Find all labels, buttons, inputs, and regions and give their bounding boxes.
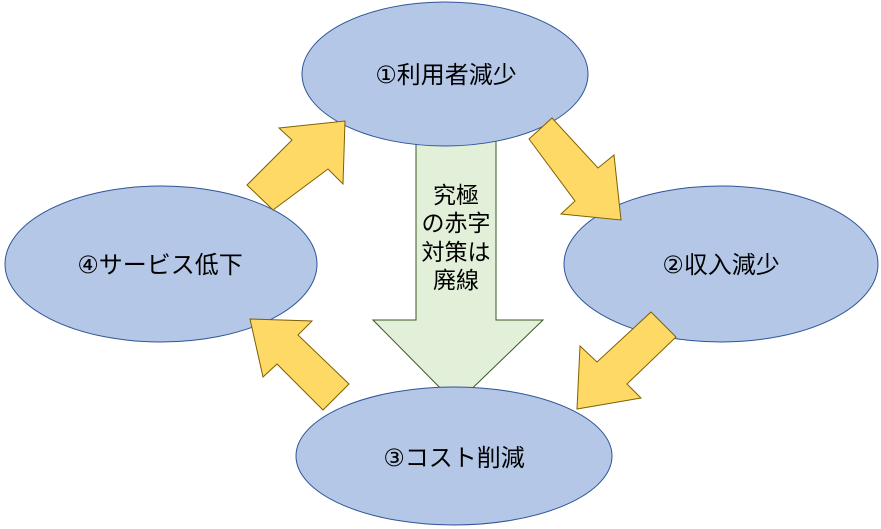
node-service-label: ④サービス低下	[77, 251, 243, 279]
center-line-3: 対策は	[422, 240, 491, 266]
node-cost-ellipse	[295, 386, 613, 526]
center-line-4: 廃線	[433, 268, 479, 294]
node-users-label: ①利用者減少	[375, 61, 517, 89]
center-line-2: の赤字	[422, 211, 491, 237]
arrow-cost-to-service	[249, 318, 350, 411]
arrow-revenue-to-cost	[576, 311, 677, 410]
node-service-ellipse	[4, 185, 318, 343]
node-users-ellipse	[301, 1, 589, 147]
node-revenue-ellipse	[563, 185, 879, 343]
center-line-1: 究極	[433, 183, 479, 209]
arrow-users-to-revenue	[528, 117, 622, 221]
center-down-arrow	[371, 120, 545, 405]
node-revenue-label: ②収入減少	[662, 251, 780, 279]
node-cost-label: ③コスト削減	[383, 444, 525, 472]
arrow-service-to-users	[246, 120, 346, 211]
